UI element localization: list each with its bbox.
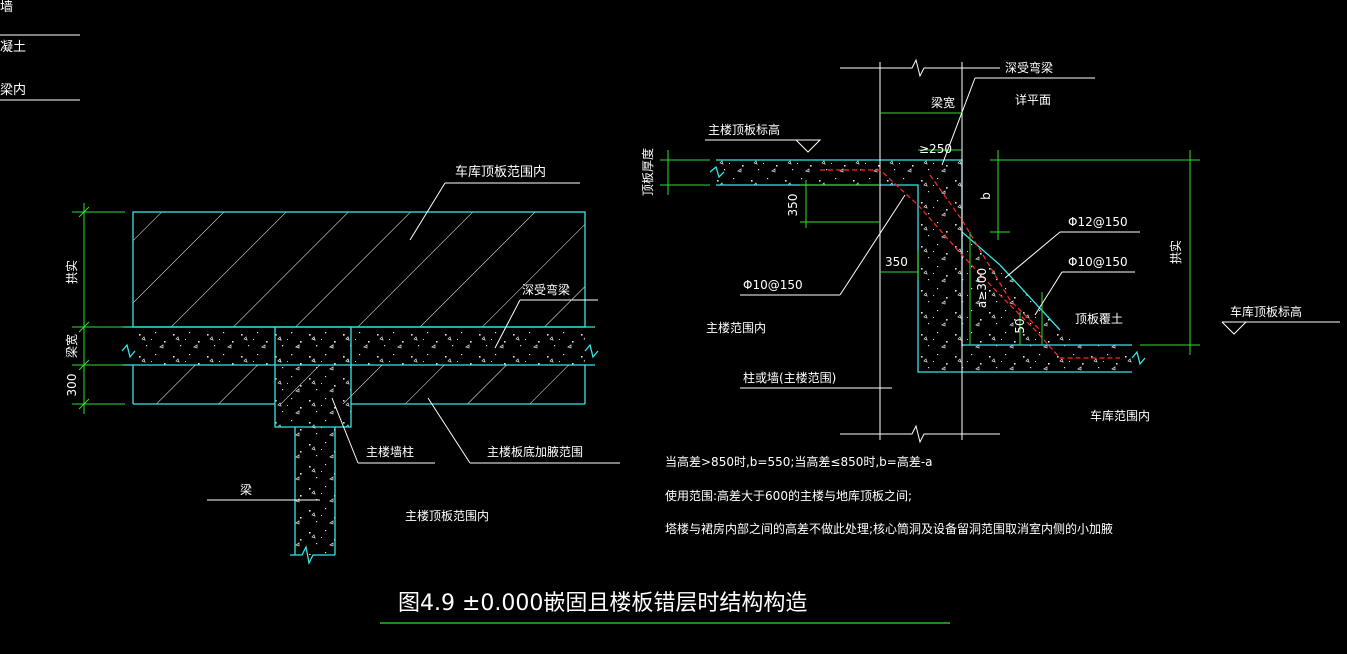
dim-fill-label: 拱实 (64, 260, 79, 284)
label-deep-beam-right: 深受弯梁 (1005, 60, 1053, 75)
note-2: 使用范围:高差大于600的主楼与地库顶板之间; (665, 488, 912, 503)
dim-50: 50 (1013, 318, 1027, 333)
figure-caption: 图4.9 ±0.000嵌固且楼板错层时结构构造 (380, 591, 950, 624)
lower-column (295, 427, 335, 555)
caption-text: 图4.9 ±0.000嵌固且楼板错层时结构构造 (398, 591, 807, 616)
label-garage-roof-elev: 车库顶板标高 (1230, 304, 1302, 319)
left-section-detail: 拱实 梁宽 300 车库顶板范围内 深受弯梁 主楼墙柱 主楼板底加腋范围 梁 主… (64, 164, 620, 566)
label-main-range: 主楼范围内 (706, 320, 766, 335)
label-main-roof-elev: 主楼顶板标高 (708, 122, 780, 137)
top-left-legend: 墙 凝土 梁内 (0, 0, 80, 101)
label-roof-cover: 顶板覆土 (1075, 312, 1123, 326)
label-main-roof-range: 主楼顶板范围内 (405, 508, 489, 523)
label-garage-roof-range: 车库顶板范围内 (455, 164, 546, 180)
label-main-floor-bottom-haunch: 主楼板底加腋范围 (487, 444, 583, 459)
label-beam-width: 梁宽 (931, 95, 955, 110)
dim-300-label: 300 (65, 374, 79, 397)
label-rebar-phi12: Φ12@150 (1068, 215, 1128, 229)
notes: 当高差>850时,b=550;当高差≤850时,b=高差-a 使用范围:高差大于… (665, 454, 1113, 536)
dim-350-vertical: 350 (786, 194, 800, 217)
legend-line3: 梁内 (0, 82, 26, 98)
rebar-bent (820, 169, 1120, 359)
slab-concrete (133, 327, 585, 365)
label-slab-thickness: 顶板厚度 (640, 148, 655, 196)
legend-line1: 墙 (0, 0, 13, 15)
dim-b: b (979, 192, 993, 200)
label-garage-range: 车库范围内 (1090, 408, 1150, 423)
main-wall-column (275, 327, 351, 427)
dim-ge250: ≥250 (919, 142, 952, 156)
note-1: 当高差>850时,b=550;当高差≤850时,b=高差-a (665, 454, 933, 469)
label-main-wall-col: 主楼墙柱 (366, 444, 414, 459)
dim-beam-width-label: 梁宽 (64, 334, 79, 358)
label-deep-beam-left: 深受弯梁 (522, 282, 570, 297)
dim-350-horizontal: 350 (885, 255, 908, 269)
fill-soil-hatch (133, 212, 585, 327)
dim-a-ge300: a≥300 (975, 268, 989, 308)
note-3: 塔楼与裙房内部之间的高差不做此处理;核心筒洞及设备留洞范围取消室内侧的小加腋 (665, 521, 1113, 536)
label-col-wall: 柱或墙(主楼范围) (743, 370, 836, 385)
label-beam: 梁 (240, 482, 252, 497)
dim-fill-right: 拱实 (1168, 240, 1183, 264)
legend-line2: 凝土 (0, 39, 26, 55)
label-see-plan: 详平面 (1015, 92, 1051, 107)
label-rebar-phi10-left: Φ10@150 (743, 278, 803, 292)
step-beam-concrete (918, 160, 1132, 372)
label-rebar-phi10-right: Φ10@150 (1068, 255, 1128, 269)
lower-hatch (133, 365, 585, 404)
right-section-detail: 顶板厚度 350 350 ≥250 梁宽 b a≥300 拱实 50 深受弯梁 … (640, 58, 1340, 444)
